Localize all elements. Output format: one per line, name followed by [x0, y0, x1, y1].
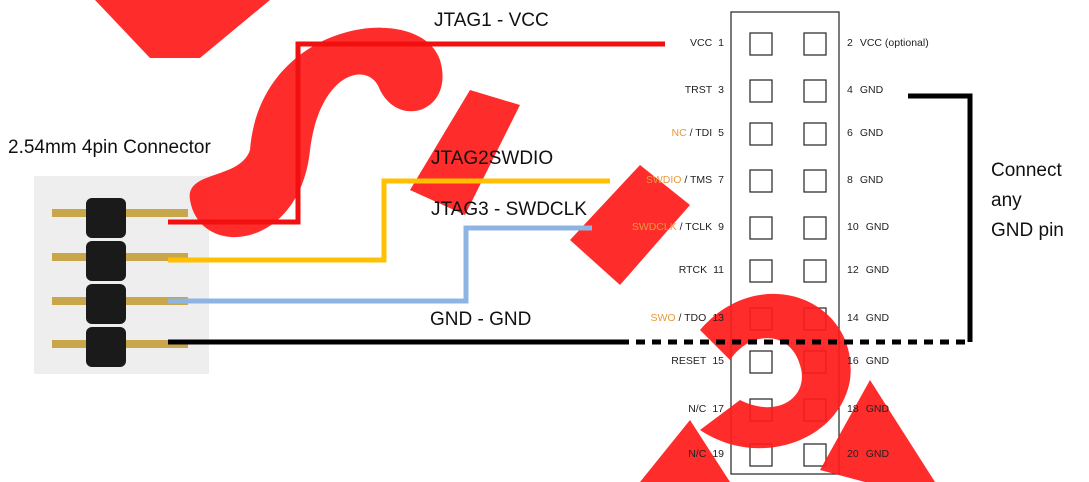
- header-right-pin-label: 10 GND: [847, 221, 889, 233]
- wire-label-swdclk: JTAG3 - SWDCLK: [431, 199, 587, 220]
- connector-label: 2.54mm 4pin Connector: [8, 137, 211, 158]
- wire-label-vcc: JTAG1 - VCC: [434, 10, 549, 31]
- pin-function: GND: [865, 221, 890, 233]
- header-left-pin-label: SWDIO / TMS 7: [646, 174, 724, 186]
- pin-function: GND: [859, 127, 884, 139]
- side-note-line-3: GND pin: [991, 220, 1064, 241]
- side-note-line-2: any: [991, 190, 1022, 211]
- pin-number: 10: [847, 221, 859, 233]
- pin-function: GND: [865, 312, 890, 324]
- pin-function: / TDO: [675, 312, 707, 324]
- sold-watermark: [95, 0, 935, 482]
- header-left-pin-label: RTCK 11: [679, 264, 724, 276]
- pin-function: GND: [865, 403, 890, 415]
- pin-number: 20: [847, 448, 859, 460]
- pin-number: 5: [718, 127, 724, 139]
- header-pin-even: [803, 169, 827, 193]
- header-pin-even: [803, 443, 827, 467]
- side-note-line-1: Connect: [991, 160, 1062, 181]
- pin-function: GND: [865, 264, 890, 276]
- header-right-pin-label: 4 GND: [847, 84, 883, 96]
- header-pin-odd: [749, 122, 773, 146]
- header-right-pin-label: 20 GND: [847, 448, 889, 460]
- header-left-pin-label: VCC 1: [690, 37, 724, 49]
- pin-function: N/C: [688, 448, 707, 460]
- pin-function: GND: [859, 84, 884, 96]
- pin-number: 9: [718, 221, 724, 233]
- pin-number: 14: [847, 312, 859, 324]
- header-pin-even: [803, 32, 827, 56]
- header-pin-odd: [749, 79, 773, 103]
- pin-function: GND: [859, 174, 884, 186]
- header-pin-even: [803, 122, 827, 146]
- header-pin-odd: [749, 259, 773, 283]
- header-right-pin-label: 8 GND: [847, 174, 883, 186]
- pin-number: 16: [847, 355, 859, 367]
- pin-number: 2: [847, 37, 853, 49]
- wire-label-gnd: GND - GND: [430, 309, 532, 330]
- pin-number: 18: [847, 403, 859, 415]
- pin-function: / TCLK: [676, 221, 713, 233]
- pin-number: 7: [718, 174, 724, 186]
- header-pin-even: [803, 259, 827, 283]
- vcc-wire: [168, 41, 665, 225]
- pin-function: RESET: [671, 355, 707, 367]
- pin-function: RTCK: [678, 264, 708, 276]
- header-right-pin-label: 18 GND: [847, 403, 889, 415]
- header-pin-odd: [749, 32, 773, 56]
- header-pin-odd: [749, 350, 773, 374]
- header-right-pin-label: 2 VCC (optional): [847, 37, 929, 49]
- pin-function: VCC: [689, 37, 713, 49]
- header-pin-squares: [749, 32, 827, 467]
- wires: [168, 41, 973, 345]
- pin-number: 19: [712, 448, 724, 460]
- pin-number: 15: [712, 355, 724, 367]
- pin-alt-function: NC: [671, 127, 687, 139]
- header-left-pin-label: NC / TDI 5: [672, 127, 725, 139]
- pin-alt-function: SWDCLK: [631, 221, 677, 233]
- pin-function: / TMS: [681, 174, 713, 186]
- pin-connector-photo: [34, 176, 209, 374]
- gnd-jumper-wire: [908, 93, 973, 342]
- header-left-pin-label: N/C 17: [688, 403, 724, 415]
- pin-function: GND: [865, 355, 890, 367]
- pin-number: 12: [847, 264, 859, 276]
- pin-number: 17: [712, 403, 724, 415]
- pin-number: 4: [847, 84, 853, 96]
- header-left-pin-label: N/C 19: [688, 448, 724, 460]
- header-left-pin-label: TRST 3: [685, 84, 724, 96]
- header-pin-even: [803, 216, 827, 240]
- swdclk-wire: [168, 225, 592, 304]
- pin-function: VCC (optional): [859, 37, 929, 49]
- pin-function: GND: [865, 448, 890, 460]
- pin-number: 6: [847, 127, 853, 139]
- header-left-pin-label: SWO / TDO 13: [650, 312, 724, 324]
- header-left-pin-label: SWDCLK / TCLK 9: [632, 221, 724, 233]
- pin-alt-function: SWDIO: [645, 174, 682, 186]
- pin-number: 3: [718, 84, 724, 96]
- header-right-pin-label: 12 GND: [847, 264, 889, 276]
- swdio-wire: [168, 178, 610, 263]
- pin-function: TRST: [684, 84, 713, 96]
- connector-housing: [86, 198, 126, 367]
- header-right-pin-label: 6 GND: [847, 127, 883, 139]
- pin-number: 1: [718, 37, 724, 49]
- header-pin-odd: [749, 169, 773, 193]
- wire-label-swdio: JTAG2SWDIO: [431, 148, 554, 169]
- pin-number: 8: [847, 174, 853, 186]
- pin-number: 11: [713, 264, 724, 276]
- header-left-pin-label: RESET 15: [671, 355, 724, 367]
- header-right-pin-label: 16 GND: [847, 355, 889, 367]
- pin-alt-function: SWO: [650, 312, 676, 324]
- jtag-header-20pin: [730, 11, 840, 475]
- pin-function: / TDI: [686, 127, 713, 139]
- header-pin-odd: [749, 216, 773, 240]
- header-right-pin-label: 14 GND: [847, 312, 889, 324]
- header-pin-even: [803, 79, 827, 103]
- pin-function: N/C: [688, 403, 707, 415]
- pin-number: 13: [712, 312, 724, 324]
